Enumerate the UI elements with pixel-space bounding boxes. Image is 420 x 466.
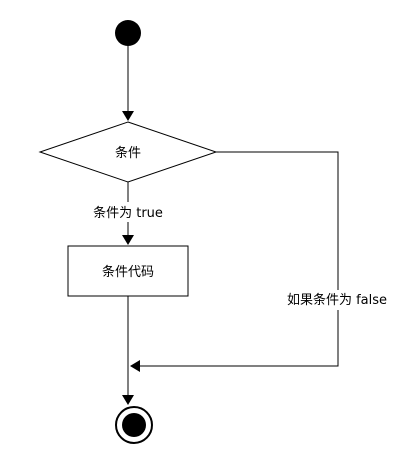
false-branch-arrowhead: [130, 360, 140, 372]
false-branch-edge: [140, 151, 339, 367]
action-node: [67, 245, 189, 297]
action-to-end-arrowhead: [122, 395, 134, 405]
action-label: 条件代码: [102, 264, 154, 280]
false-edge-label-background: [280, 290, 394, 310]
end-node-inner: [122, 413, 146, 437]
true-branch-arrowhead: [122, 235, 134, 245]
true-edge-label: 条件为 true: [93, 205, 163, 221]
start-to-decision-arrowhead: [122, 111, 134, 121]
decision-label: 条件: [115, 145, 141, 161]
start-node: [115, 20, 141, 46]
true-edge-label-background: [86, 202, 170, 222]
false-edge-label: 如果条件为 false: [287, 292, 387, 308]
